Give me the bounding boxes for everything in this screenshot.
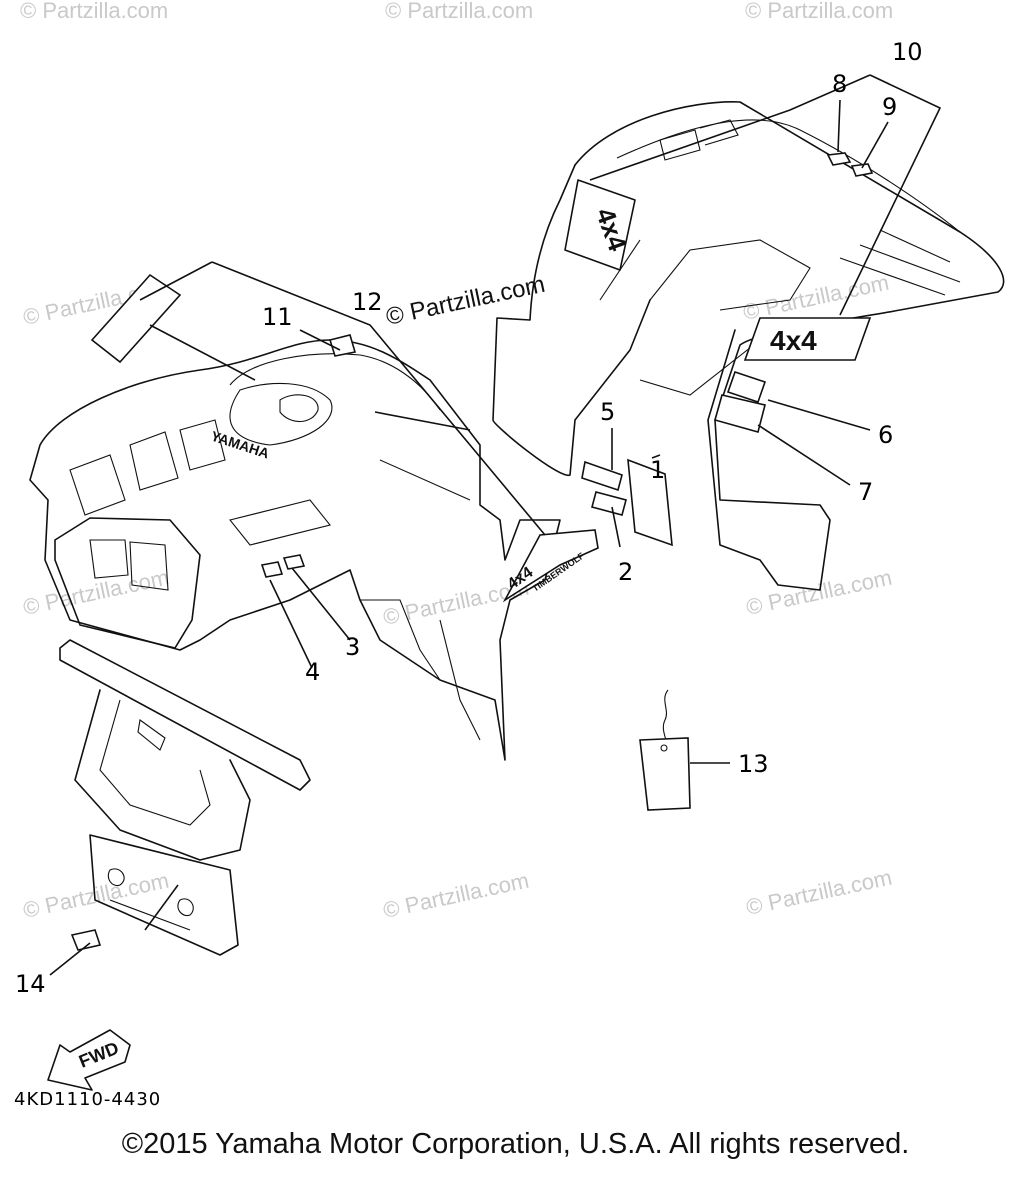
leader-lines [49, 74, 942, 976]
decal-11 [328, 334, 357, 357]
warning-tag [639, 689, 691, 811]
decal-9 [850, 163, 874, 177]
decal-1 [627, 458, 673, 547]
watermark: © Partzilla.com [381, 868, 531, 923]
copyright-notice: ©2015 Yamaha Motor Corporation, U.S.A. A… [121, 1128, 910, 1160]
watermark: © Partzilla.com [745, 0, 893, 23]
callout-9: 9 [882, 93, 897, 121]
rear-fender: 4x4 4x4 [492, 101, 1005, 591]
watermark-layer: © Partzilla.com © Partzilla.com © Partzi… [20, 0, 894, 923]
decal-12-sheet [90, 273, 182, 364]
callout-10: 10 [892, 38, 923, 66]
callout-8: 8 [832, 70, 847, 98]
watermark: © Partzilla.com [744, 565, 894, 620]
timberwolf-decal: 4x4 TIMBERWOLF [502, 529, 599, 603]
callouts: 1 2 3 4 5 6 7 8 9 10 11 12 13 14 [15, 38, 923, 998]
decal-text-yamaha: YAMAHA [209, 428, 271, 462]
callout-12: 12 [352, 288, 383, 316]
fwd-arrow: FWD [47, 1029, 131, 1091]
callout-5: 5 [600, 398, 615, 426]
callout-4: 4 [305, 658, 320, 686]
front-fender: YAMAHA [29, 334, 561, 761]
decal-3 [282, 554, 306, 570]
watermark: © Partzilla.com [21, 565, 171, 620]
decal-8 [826, 152, 852, 166]
callout-13: 13 [738, 750, 769, 778]
watermark: © Partzilla.com [741, 270, 891, 325]
headlight-housing [54, 517, 201, 649]
watermark: © Partzilla.com [384, 271, 548, 331]
callout-14: 14 [15, 970, 46, 998]
callout-3: 3 [345, 633, 360, 661]
rear-4x4-decal-right [743, 317, 872, 361]
parts-diagram: © Partzilla.com © Partzilla.com © Partzi… [14, 0, 1005, 1110]
watermark: © Partzilla.com [744, 865, 894, 920]
watermark: © Partzilla.com [20, 0, 168, 23]
decal-text-4x4: 4x4 [770, 325, 817, 356]
watermark: © Partzilla.com [385, 0, 533, 23]
decal-6 [726, 370, 767, 404]
callout-1: 1 [650, 456, 665, 484]
decal-4 [260, 561, 284, 578]
callout-6: 6 [878, 421, 893, 449]
front-bumper [59, 639, 311, 956]
callout-2: 2 [618, 558, 633, 586]
callout-7: 7 [858, 478, 873, 506]
rear-4x4-decal-left [564, 179, 636, 271]
decal-14 [70, 929, 102, 951]
decal-7 [714, 394, 766, 433]
decal-5 [581, 460, 623, 492]
decal-text-4x4: 4x4 [590, 204, 633, 256]
decal-2 [591, 491, 627, 516]
diagram-code: 4KD1110-4430 [14, 1089, 161, 1110]
callout-11: 11 [262, 303, 293, 331]
